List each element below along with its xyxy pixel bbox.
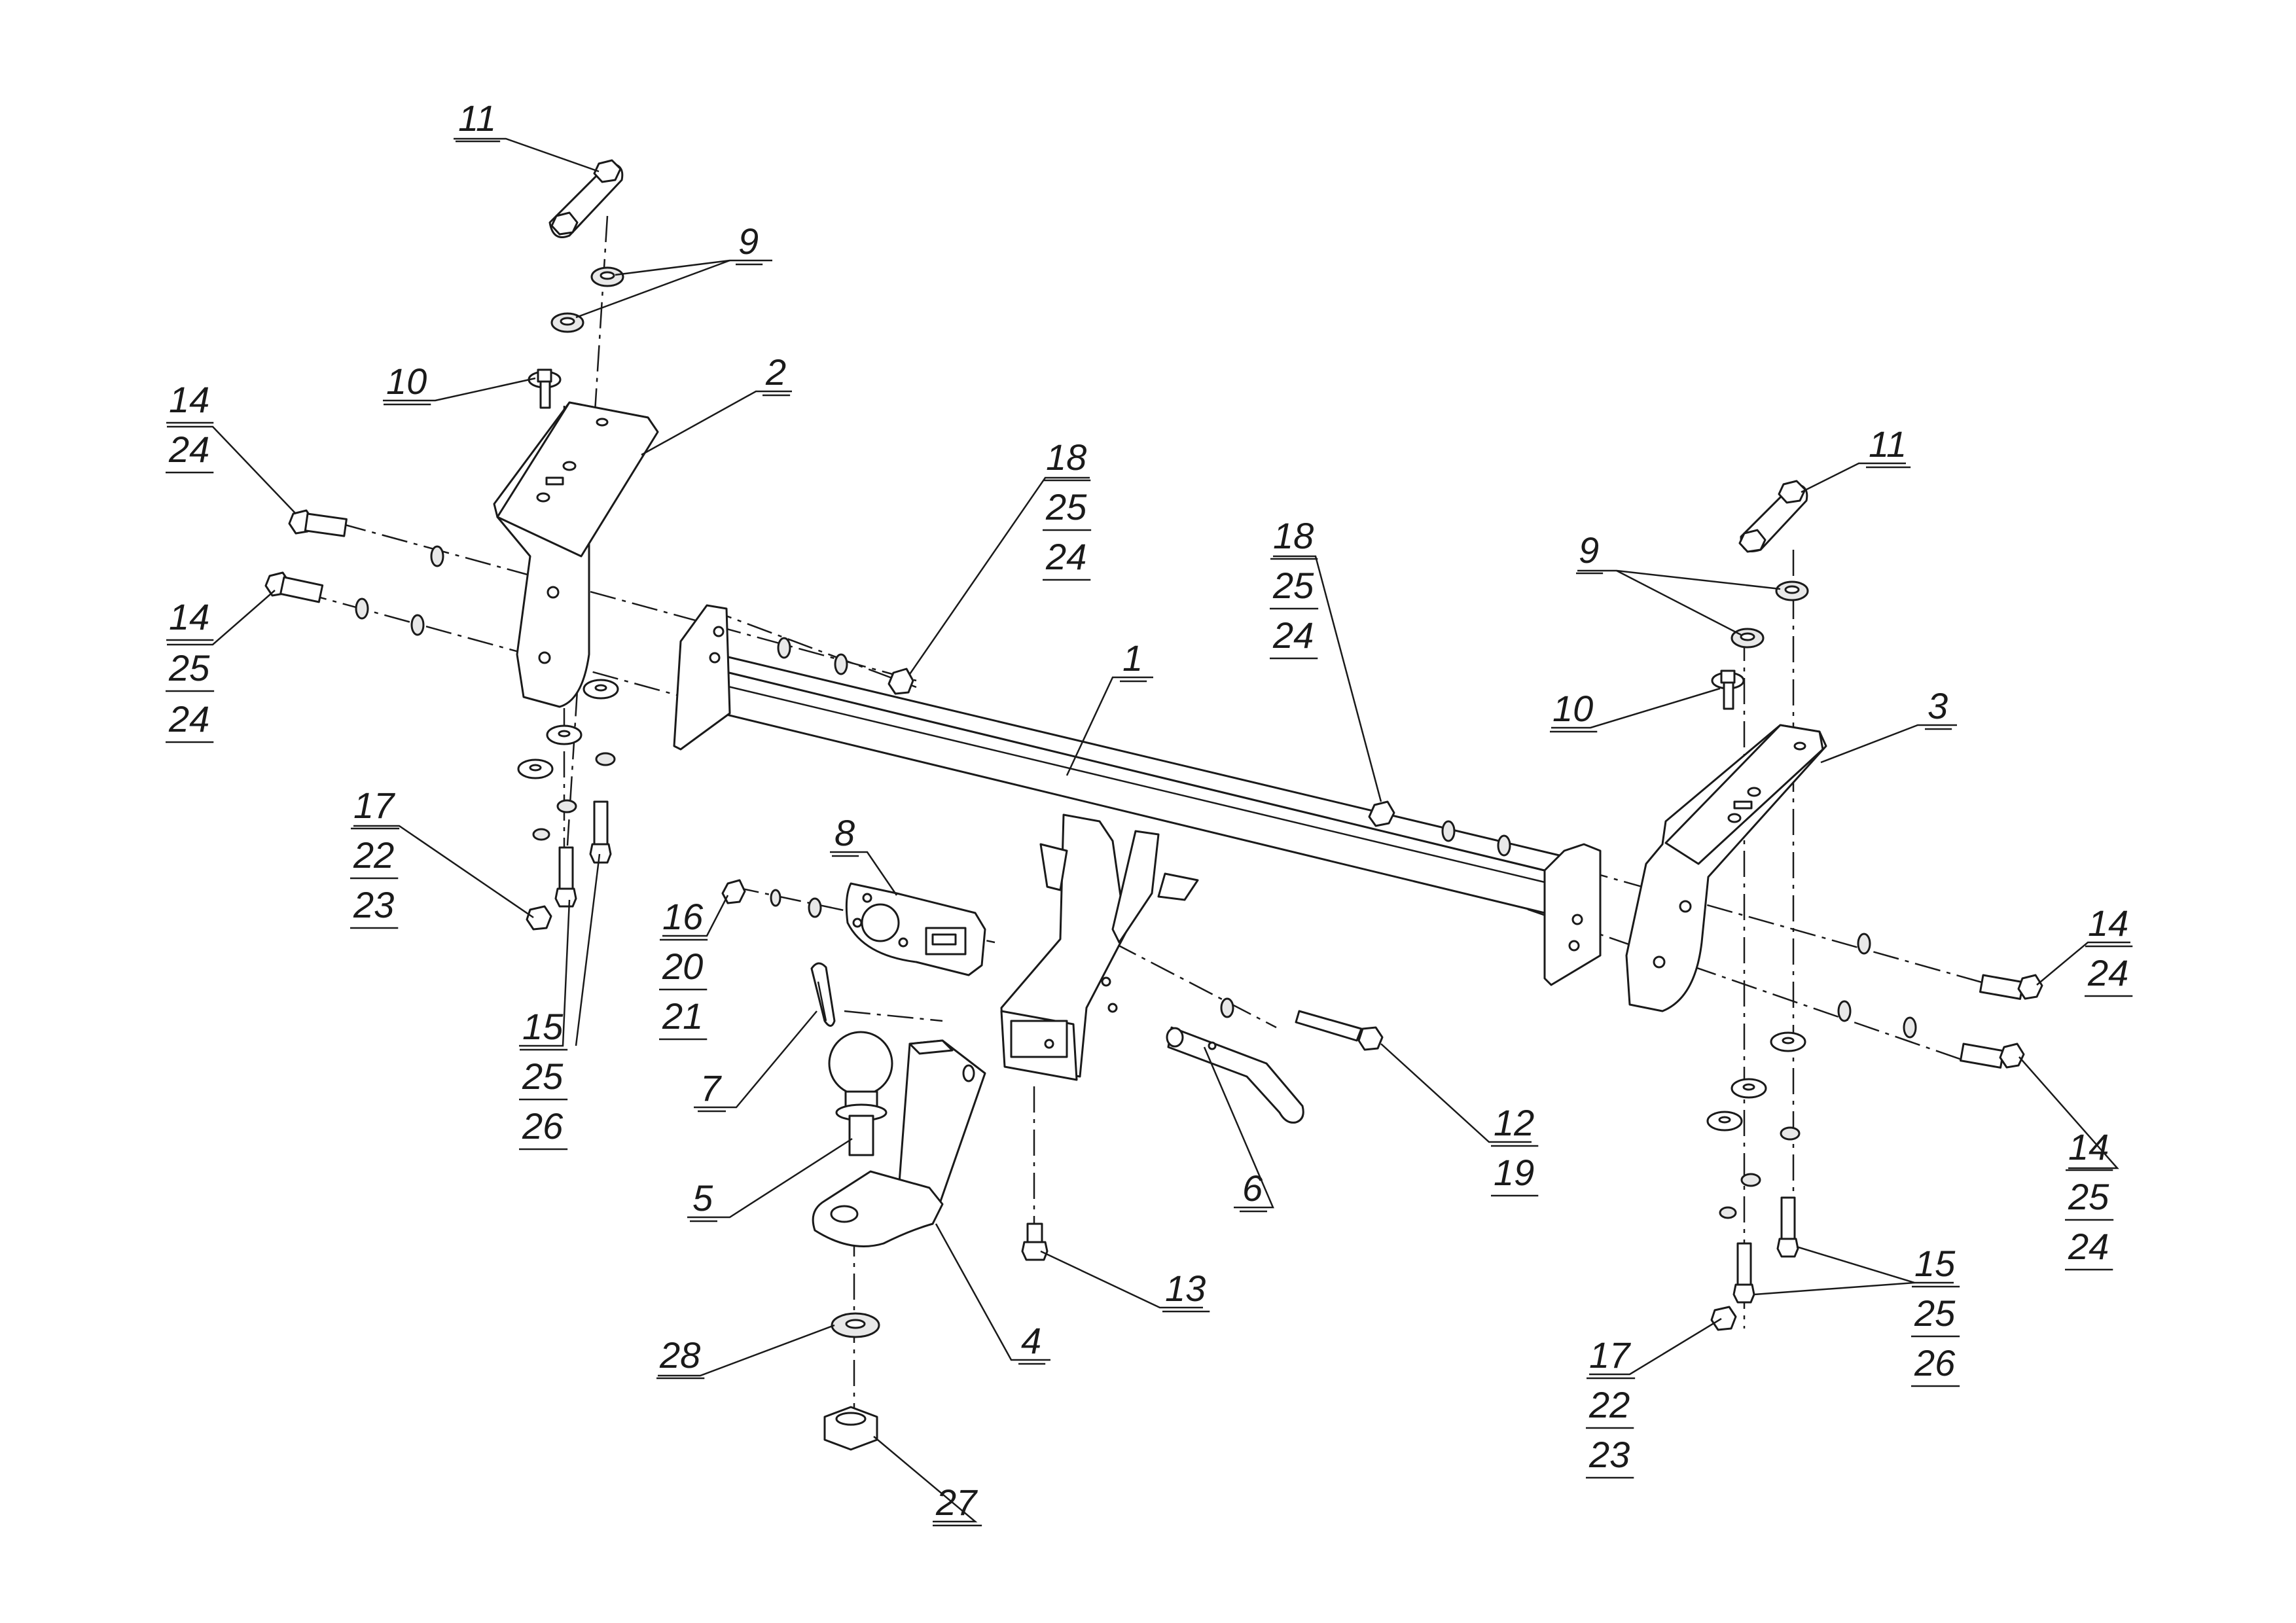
callout-17-right-a: 17 [1589,1334,1631,1376]
flange-bolt-right [1711,669,1745,710]
callout-17-left-c: 23 [353,884,394,925]
callout-18-right-b: 25 [1272,565,1314,606]
flange-bolt-left [528,368,562,409]
callout-14-25-24-left-a: 14 [169,596,209,637]
hardware [264,159,2043,1331]
callout-5: 5 [692,1177,713,1219]
hex-bolt-right-lower [1959,1043,2025,1069]
callout-14-25-24-right-a: 14 [2068,1126,2109,1168]
hex-bolt-right-upper [1979,974,2043,1000]
leader-lines [167,137,2130,1523]
long-bolt [1295,1010,1384,1051]
main-cross-beam [673,604,1602,1081]
hex-bolt-left-lower [264,571,324,603]
callout-14-24-upper-left-b: 24 [168,429,209,470]
callout-15-right-a: 15 [1914,1243,1956,1284]
callout-11-right: 11 [1869,423,1907,465]
callout-15-left-a: 15 [522,1006,564,1047]
callout-17-left-a: 17 [353,785,395,826]
callout-9-right: 9 [1579,529,1599,571]
callout-14-25-24-right-b: 25 [2068,1176,2109,1217]
callout-9-left: 9 [738,221,759,262]
right-bracket [1625,724,1827,1012]
hitch-pin [1166,997,1304,1124]
callout-18-left-b: 25 [1045,486,1087,527]
callout-17-left-b: 22 [353,834,394,876]
clamp-plate-right [1738,480,1808,553]
ball-nut [823,1406,878,1451]
callout-15-left-b: 25 [522,1056,564,1097]
callout-18-right-a: 18 [1273,515,1314,556]
callout-6: 6 [1242,1168,1263,1209]
callout-27: 27 [935,1482,978,1523]
callout-16-a: 16 [662,896,704,937]
callout-10-left: 10 [386,361,427,402]
callout-3: 3 [1928,685,1948,726]
callout-4: 4 [1021,1320,1041,1361]
left-bracket [493,401,659,708]
ball-washer [831,1312,880,1338]
callout-13: 13 [1165,1268,1206,1309]
callout-14-25-24-left-b: 25 [168,647,210,688]
socket-bracket [721,879,986,976]
callout-15-right-c: 26 [1914,1342,1956,1383]
tow-ball [828,1031,893,1156]
callout-14-24-right-a: 14 [2088,902,2128,944]
callout-14-24-upper-left-a: 14 [169,379,209,420]
callout-18-right-c: 24 [1272,615,1314,656]
callout-11-left: 11 [458,98,496,139]
callout-16-c: 21 [662,995,703,1037]
callout-8: 8 [834,812,855,853]
callout-14-24-right-b: 24 [2087,952,2128,993]
callout-7: 7 [700,1067,722,1109]
ball-mount [812,1039,986,1247]
retaining-clip [810,962,836,1027]
hex-bolt-left-upper [288,509,348,537]
callout-16-b: 20 [662,946,703,987]
callout-17-right-c: 23 [1588,1434,1630,1475]
callout-2: 2 [765,351,786,393]
callout-12-a: 12 [1494,1102,1534,1143]
callout-10-right: 10 [1552,688,1593,729]
set-screw [1021,1222,1049,1261]
callout-15-right-b: 25 [1914,1293,1956,1334]
clamp-plate-left [548,159,624,238]
callout-14-25-24-right-c: 24 [2068,1226,2109,1267]
callout-15-left-c: 26 [522,1105,564,1147]
callout-14-25-24-left-c: 24 [168,698,209,740]
callout-18-left-c: 24 [1045,536,1086,577]
callout-18-left-a: 18 [1046,437,1086,478]
callout-1: 1 [1122,637,1143,679]
callouts: 11 9 10 2 14 24 14 25 24 18 25 24 18 25 … [166,98,2133,1527]
callout-28: 28 [659,1334,700,1376]
callout-12-b: 19 [1494,1152,1534,1193]
callout-17-right-b: 22 [1588,1384,1630,1425]
